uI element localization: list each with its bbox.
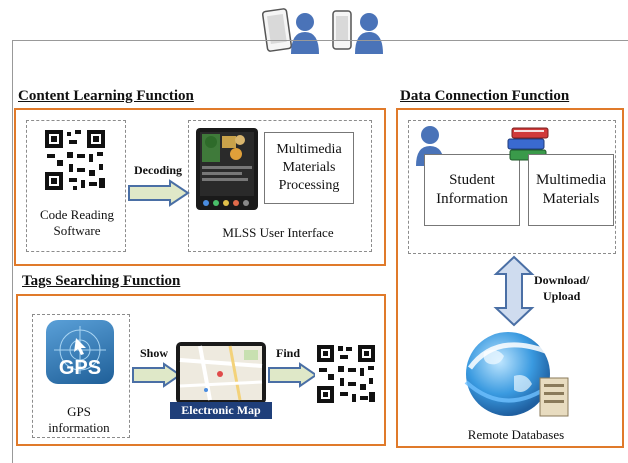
code-reading-label: Code Reading Software: [39, 207, 114, 238]
qr-code-icon: [315, 343, 377, 405]
mlss-tablet-icon: [196, 128, 258, 210]
gps-information-label: GPS information: [48, 404, 110, 435]
decoding-arrow: [128, 179, 190, 207]
student-information-label: Student Information: [436, 172, 508, 207]
download-upload-label: Download/ Upload: [534, 273, 590, 303]
qr-code-icon: [43, 128, 107, 192]
data-connection-title: Data Connection Function: [400, 88, 570, 104]
multimedia-materials-label: Multimedia Materials: [536, 172, 606, 207]
code-reading-box: [26, 120, 126, 252]
decoding-label: Decoding: [134, 163, 182, 177]
phone-icon: [332, 10, 352, 50]
electronic-map-label: Electronic Map: [181, 403, 261, 417]
multimedia-processing-box: Multimedia Materials Processing: [264, 132, 354, 204]
globe-database-icon: [464, 332, 569, 417]
data-connection-panel: [396, 108, 624, 448]
header-illustration: [255, 6, 385, 56]
map-image: [179, 345, 263, 401]
tags-searching-panel: [16, 294, 386, 446]
electronic-map-tablet: [176, 342, 266, 404]
multimedia-processing-label: Multimedia Materials Processing: [276, 142, 342, 193]
header-divider: [12, 40, 628, 41]
content-learning-panel: [14, 108, 386, 266]
tags-searching-title: Tags Searching Function: [22, 273, 181, 289]
remote-databases-label: Remote Databases: [467, 427, 565, 442]
content-learning-title: Content Learning Function: [18, 88, 194, 104]
electronic-map-label-bar: Electronic Map: [170, 402, 272, 419]
multimedia-materials-box: Multimedia Materials: [528, 154, 614, 226]
mlss-ui-box: [188, 120, 372, 252]
show-label: Show: [140, 346, 169, 360]
find-label: Find: [276, 346, 301, 360]
data-sources-box: [408, 120, 616, 254]
student-information-box: Student Information: [424, 154, 520, 226]
gps-icon: GPS: [46, 320, 114, 384]
download-upload-arrow: [493, 255, 535, 327]
mlss-ui-label: MLSS User Interface: [222, 225, 334, 240]
person-icon: [355, 13, 383, 54]
find-arrow: [268, 362, 318, 388]
outer-frame-left: [12, 40, 13, 463]
show-arrow: [132, 362, 182, 388]
gps-icon-text: GPS: [58, 357, 102, 379]
gps-box: [32, 314, 130, 438]
person-icon: [291, 13, 319, 54]
